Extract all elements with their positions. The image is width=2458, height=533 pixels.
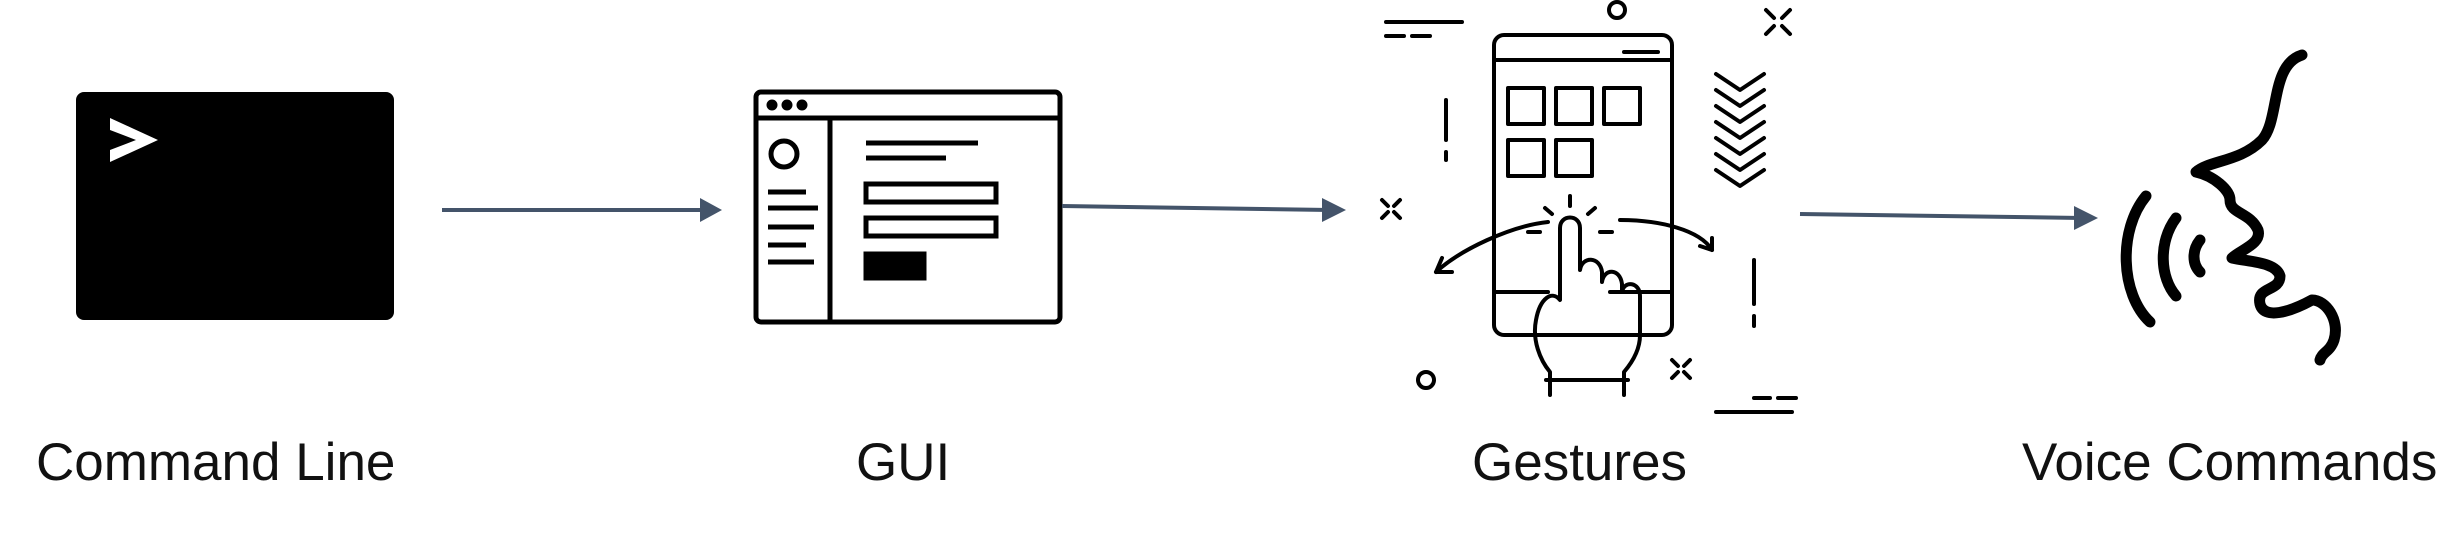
- stage-label-voice-commands: Voice Commands: [2022, 433, 2438, 492]
- stage-label-command-line: Command Line: [36, 433, 396, 492]
- arrow-3: [1799, 206, 2098, 230]
- arrow-1: [442, 198, 722, 222]
- arrow-2: [1061, 198, 1346, 222]
- phone-touch-gesture-icon: [1380, 0, 1798, 414]
- speaking-head-icon: [2120, 49, 2341, 366]
- stage-label-gestures: Gestures: [1472, 433, 1688, 492]
- terminal-prompt-icon: [76, 92, 394, 320]
- stage-label-gui: GUI: [856, 433, 951, 492]
- browser-window-icon: [753, 89, 1063, 325]
